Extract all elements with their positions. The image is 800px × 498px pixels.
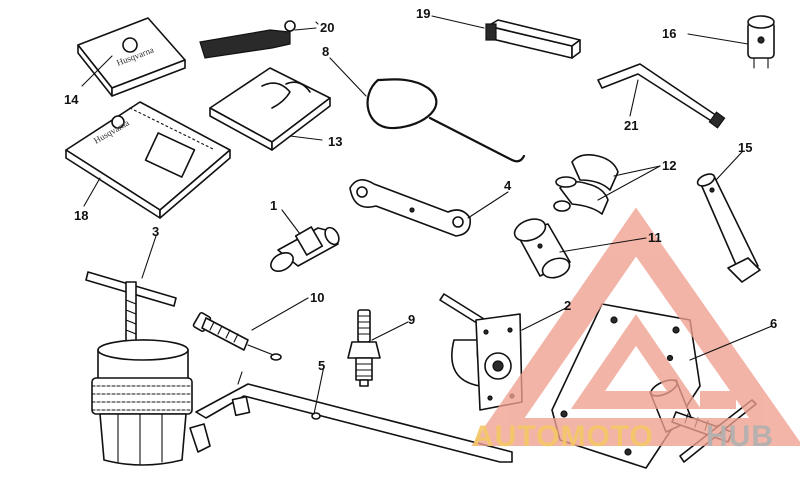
label-13: 13 xyxy=(328,134,342,149)
label-3: 3 xyxy=(152,224,159,239)
watermark-triangle-outer xyxy=(471,207,800,446)
item-20-key-fob: 20 xyxy=(199,20,334,59)
item-15-box-spanner xyxy=(696,173,761,283)
watermark-triangle-inner xyxy=(570,314,702,409)
label-18: 18 xyxy=(74,208,88,223)
item-1-adaptor xyxy=(270,226,340,272)
label-14: 14 xyxy=(64,92,79,107)
item-14-owner-booklet: Husqvarna xyxy=(77,17,186,97)
label-1: 1 xyxy=(270,198,277,213)
item-12-split-sleeves xyxy=(553,154,619,215)
label-12: 12 xyxy=(662,158,676,173)
watermark-text-part1: AUTOMOTO xyxy=(472,420,654,453)
item-4-double-wrench xyxy=(349,179,472,237)
label-11: 11 xyxy=(648,230,662,245)
callout-leaders xyxy=(81,15,773,415)
item-13-parts-booklet xyxy=(209,67,331,151)
label-2: 2 xyxy=(564,298,571,313)
label-20: 20 xyxy=(320,20,334,35)
label-5: 5 xyxy=(318,358,325,373)
label-9: 9 xyxy=(408,312,415,327)
watermark-logo xyxy=(471,207,800,446)
item-3-flywheel-puller xyxy=(85,271,193,466)
item-9-valve-adaptor xyxy=(347,309,381,387)
label-6: 6 xyxy=(770,316,777,331)
item-5-support-rod xyxy=(189,371,513,463)
item-19-square-bar xyxy=(485,19,581,59)
label-10: 10 xyxy=(310,290,324,305)
label-16: 16 xyxy=(662,26,676,41)
label-21: 21 xyxy=(624,118,638,133)
label-4: 4 xyxy=(504,178,512,193)
watermark-text-part2: HUB xyxy=(706,420,774,453)
item-10-test-probe xyxy=(192,312,282,361)
label-8: 8 xyxy=(322,44,329,59)
item-8-wire-hook xyxy=(366,78,526,163)
item-16-tube-socket xyxy=(747,15,775,69)
item-11-bush xyxy=(513,218,571,279)
label-19: 19 xyxy=(416,6,430,21)
label-15: 15 xyxy=(738,140,752,155)
item-18-service-manual: Husqvarna xyxy=(65,101,231,219)
item-21-allen-key xyxy=(597,63,726,129)
